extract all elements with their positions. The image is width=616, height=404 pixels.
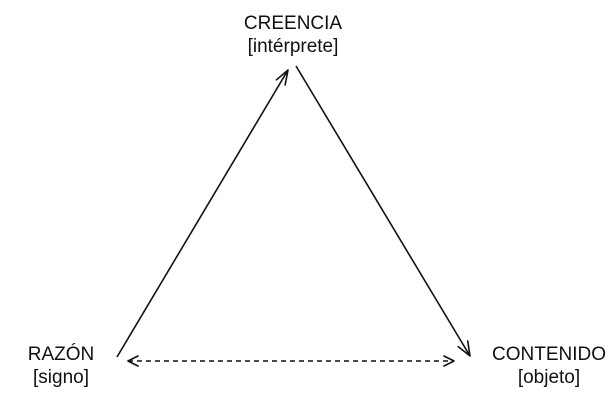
- node-contenido: CONTENIDO [objeto]: [482, 343, 616, 389]
- node-razon: RAZÓN [signo]: [6, 343, 116, 389]
- arrow-creencia-to-contenido: [295, 65, 471, 357]
- node-razon-label: RAZÓN: [27, 344, 95, 365]
- node-creencia: CREENCIA [intérprete]: [205, 12, 381, 58]
- node-razon-sublabel: [signo]: [33, 367, 89, 388]
- node-creencia-sublabel: [intérprete]: [247, 36, 339, 57]
- arrow-razon-to-creencia: [116, 69, 289, 358]
- node-creencia-label: CREENCIA: [243, 13, 343, 34]
- node-contenido-sublabel: [objeto]: [517, 367, 581, 388]
- node-contenido-label: CONTENIDO: [492, 344, 606, 365]
- dashed-arrow-razon-contenido: [127, 355, 455, 367]
